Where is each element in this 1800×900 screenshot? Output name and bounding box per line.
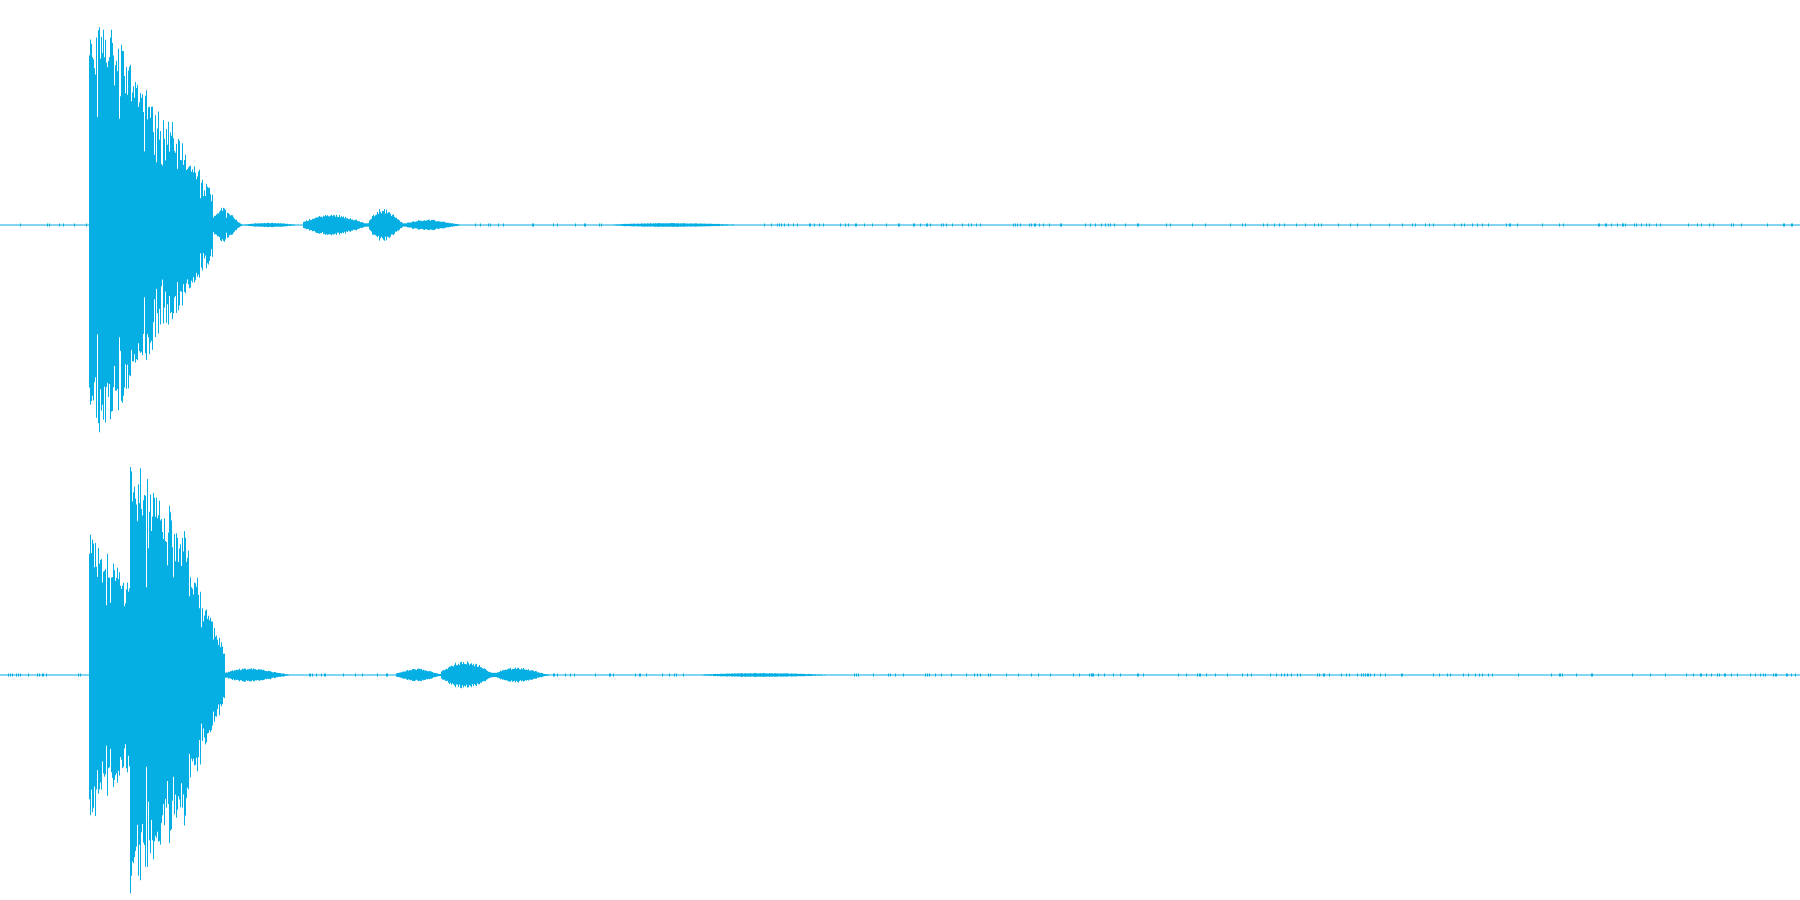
channel-1-waveform[interactable] [0, 27, 1800, 433]
channel-1-envelope [0, 27, 1800, 433]
channel-2-envelope [0, 467, 1800, 894]
channel-2-waveform[interactable] [0, 467, 1800, 894]
